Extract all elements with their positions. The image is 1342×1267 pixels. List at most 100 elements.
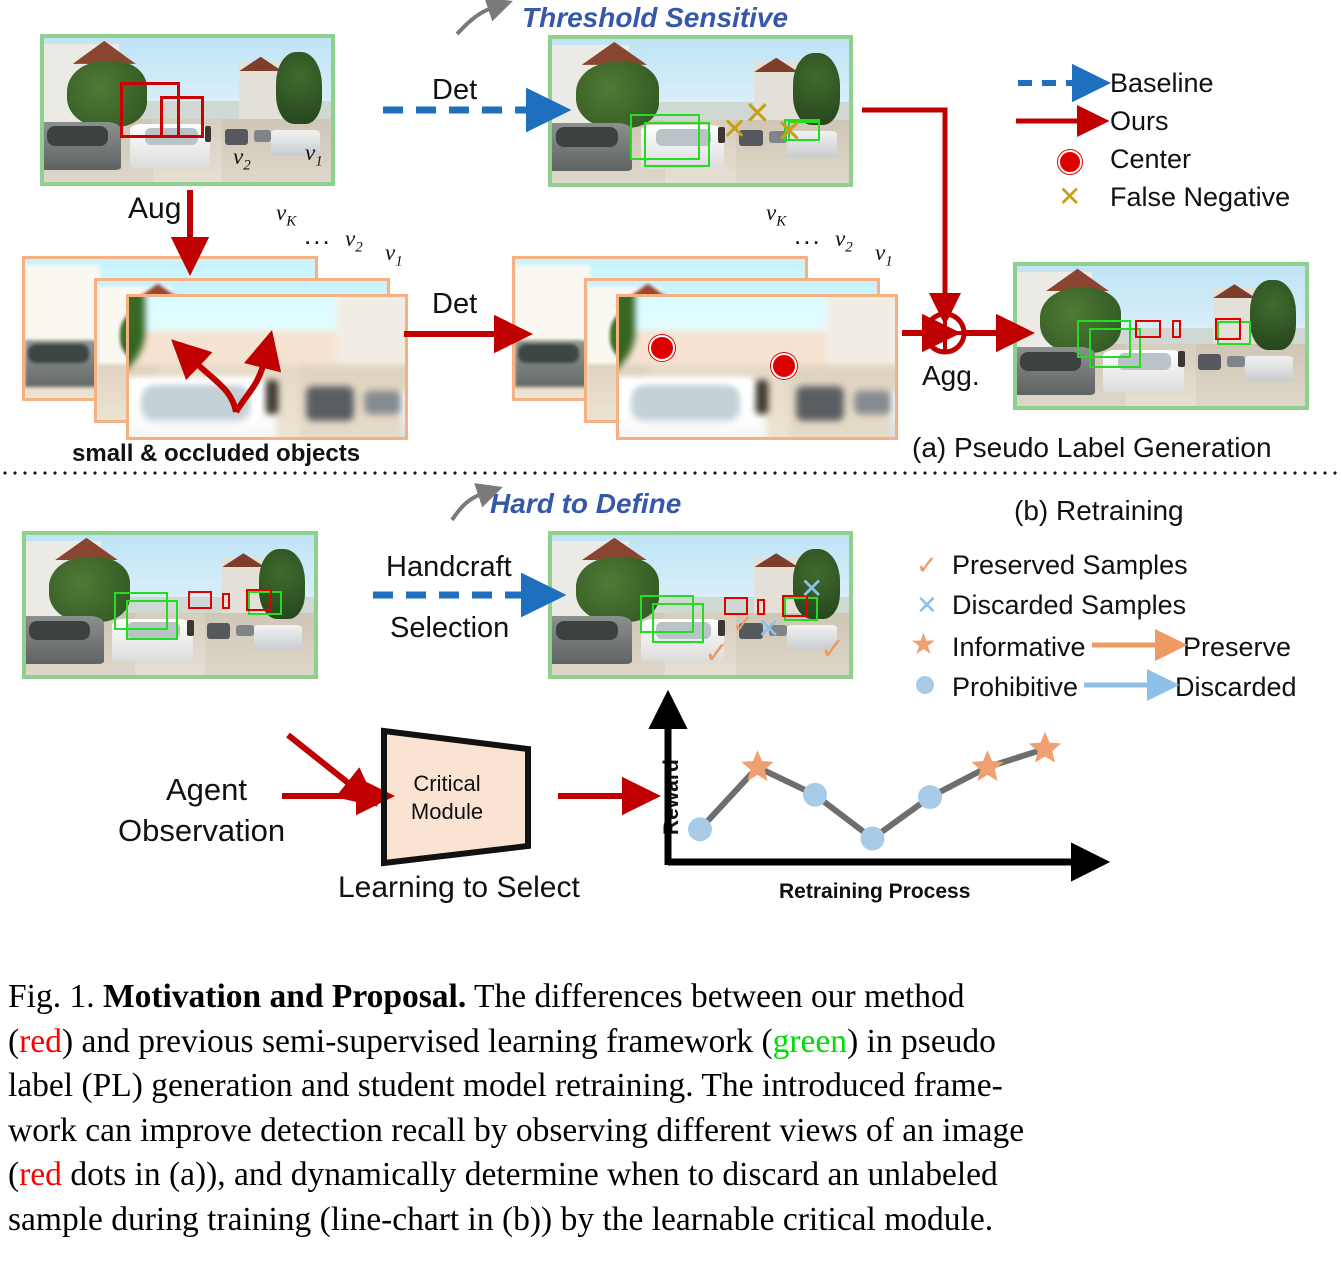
panel-b-title: (b) Retraining xyxy=(1014,495,1184,526)
pl-box-green xyxy=(1217,321,1251,345)
preserved-check-icon: ✓ xyxy=(732,609,754,639)
chart-point-informative xyxy=(971,750,1004,781)
view-label-v1b: v1 xyxy=(385,240,403,270)
hard-to-define-annotation: Hard to Define xyxy=(490,488,682,519)
pl-box-red xyxy=(1172,320,1181,338)
chart-y-axis-label: Reward xyxy=(660,759,683,835)
small-occluded-objects-label: small & occluded objects xyxy=(72,440,361,467)
legend-check-icon: ✓ xyxy=(916,550,938,580)
street-scene xyxy=(26,535,314,675)
retraining-selection-image: ✓ ✓ ✓ ✕ ✕ xyxy=(548,531,853,679)
view-crop-box-v1 xyxy=(160,96,204,138)
pl-box-red xyxy=(246,589,272,611)
view-label-v1c: v1 xyxy=(875,240,893,270)
legend-center-dot-icon xyxy=(1058,150,1082,174)
retraining-input-image xyxy=(22,531,318,679)
pl-box-red xyxy=(724,597,748,615)
preserved-check-icon: ✓ xyxy=(820,633,846,666)
pl-box-red xyxy=(782,595,808,617)
discarded-x-icon: ✕ xyxy=(800,573,824,604)
view-label-v1: v1 xyxy=(305,140,323,170)
legend-a-center-label: Center xyxy=(1110,144,1192,174)
view-label-v2: v2 xyxy=(233,144,251,174)
caption-line: sample during training (line-chart in (b… xyxy=(8,1200,994,1238)
det-label-baseline: Det xyxy=(432,74,478,106)
pl-box-red xyxy=(222,593,230,609)
chart-markers xyxy=(688,731,1062,851)
view-crop-box-v2 xyxy=(120,82,180,138)
caption-line: Fig. 1. Motivation and Proposal. The dif… xyxy=(8,978,965,1015)
detection-box-green xyxy=(788,121,820,141)
pl-box-red xyxy=(1215,318,1241,340)
legend-b-prohibitive-label: Prohibitive xyxy=(952,672,1079,702)
legend-b-discarded-label: Discarded Samples xyxy=(952,590,1187,620)
chart-x-axis-label: Retraining Process xyxy=(779,880,971,903)
learning-to-select-label: Learning to Select xyxy=(338,871,580,904)
caption-line: (red dots in (a)), and dynamically deter… xyxy=(8,1156,998,1194)
pl-box-green xyxy=(652,603,704,643)
street-scene xyxy=(1017,266,1305,406)
chart-point-informative xyxy=(1028,731,1062,763)
legend-circle-icon xyxy=(916,676,934,694)
baseline-detection-image: ✕ ✕ ✕ xyxy=(548,35,853,187)
panel-divider xyxy=(0,470,1342,476)
chart-point-prohibitive xyxy=(803,782,827,807)
figure-caption: Fig. 1. Motivation and Proposal. The dif… xyxy=(8,975,1334,1242)
legend-star-icon: ★ xyxy=(910,628,937,661)
view-label-vK2: vK xyxy=(766,200,787,230)
legend-b-preserved-label: Preserved Samples xyxy=(952,550,1188,580)
pl-box-green xyxy=(126,600,178,640)
legend-b-informative-label: Informative xyxy=(952,632,1086,662)
pl-box-red xyxy=(1135,320,1161,338)
pl-box-green xyxy=(784,597,818,621)
aug-label: Aug xyxy=(128,192,182,225)
chart-line-path xyxy=(697,745,1046,843)
center-dot-icon xyxy=(649,335,675,361)
legend-a-baseline-label: Baseline xyxy=(1110,68,1214,98)
detection-box-green xyxy=(644,122,710,167)
legend-b-discarded2-label: Discarded xyxy=(1175,672,1297,702)
selection-label: Selection xyxy=(390,612,510,644)
chart-point-informative xyxy=(741,750,774,781)
pl-box-red xyxy=(757,599,765,615)
det-label-ours: Det xyxy=(432,288,478,320)
street-scene xyxy=(552,39,849,183)
chart-point-prohibitive xyxy=(918,785,942,810)
ellipsis-label-2: ... xyxy=(794,220,822,250)
handcraft-label: Handcraft xyxy=(386,551,512,583)
augmented-view-v1 xyxy=(126,294,408,440)
false-negative-x-icon: ✕ xyxy=(776,113,803,149)
ellipsis-label: ... xyxy=(304,220,332,250)
false-negative-x-icon: ✕ xyxy=(744,95,771,131)
detection-box-green xyxy=(630,114,700,160)
chart-point-prohibitive xyxy=(688,817,712,842)
aggregation-label: Agg. xyxy=(922,360,980,391)
pl-box-green xyxy=(1089,328,1141,368)
legend-b-preserve-label: Preserve xyxy=(1183,632,1292,662)
discarded-x-icon: ✕ xyxy=(757,613,781,644)
pseudo-label-result-image xyxy=(1013,262,1309,410)
pl-box-green xyxy=(248,591,282,615)
detected-view-v1 xyxy=(616,294,898,440)
caption-line: label (PL) generation and student model … xyxy=(8,1067,1003,1105)
observation-label: Observation xyxy=(118,813,286,848)
caption-line: work can improve detection recall by obs… xyxy=(8,1111,1025,1149)
pl-box-green xyxy=(114,592,168,630)
caption-line: (red) and previous semi-supervised learn… xyxy=(8,1022,996,1060)
false-negative-x-icon: ✕ xyxy=(722,113,748,146)
critical-module-label: Critical Module xyxy=(410,771,484,824)
preserved-check-icon: ✓ xyxy=(704,637,730,670)
view-label-v2b: v2 xyxy=(345,226,363,256)
source-image-original xyxy=(40,34,335,186)
view-label-v2c: v2 xyxy=(835,226,853,256)
center-dot-icon xyxy=(771,353,797,379)
pl-box-green xyxy=(640,595,694,633)
chart-point-prohibitive xyxy=(860,826,885,851)
panel-a-title: (a) Pseudo Label Generation xyxy=(912,432,1272,463)
legend-false-negative-x-icon: ✕ xyxy=(1058,181,1082,212)
legend-discarded-x-icon: ✕ xyxy=(916,590,938,620)
pl-box-red xyxy=(188,591,212,609)
legend-a-false-negative-label: False Negative xyxy=(1110,182,1291,212)
street-scene xyxy=(44,38,331,182)
